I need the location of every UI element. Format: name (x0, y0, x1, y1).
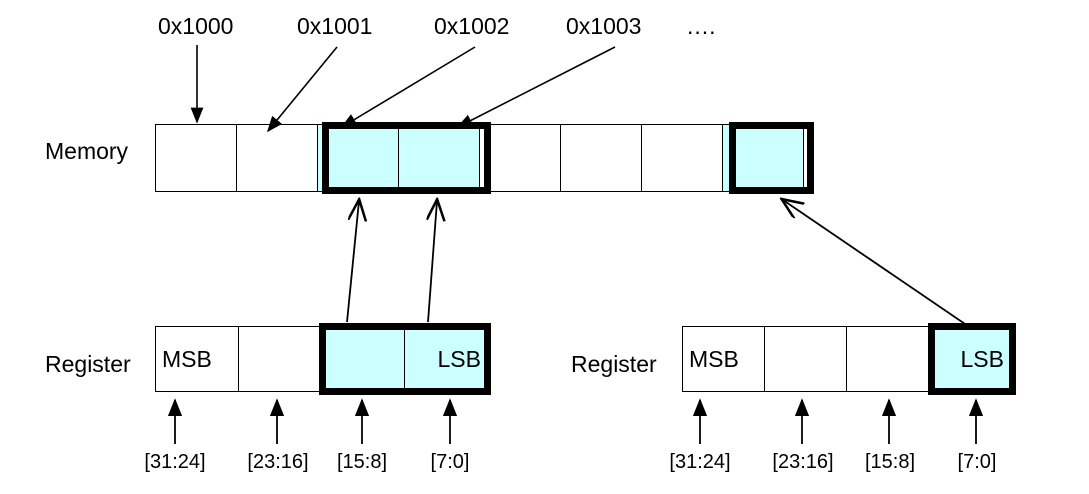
register-right-cell-0[interactable]: MSB (682, 326, 765, 392)
register-right-to-memory-arrow (783, 200, 969, 327)
register-left-cell-1[interactable] (238, 326, 322, 392)
register-right-cell-1[interactable] (764, 326, 847, 392)
register-right-bit-label-3: [7:0] (957, 451, 997, 473)
register-right-bit-label-1: [23:16] (772, 451, 834, 473)
memory-row-label: Memory (45, 138, 129, 164)
memory-address-label-0: 0x1000 (158, 13, 234, 39)
register-left-row-label: Register (45, 351, 131, 377)
register-to-memory-arrow-byte-low (428, 201, 437, 323)
register-left-bit-label-2: [15:8] (336, 451, 388, 473)
register-left-cell-3-text: LSB (437, 345, 481, 372)
address-arrow-2 (340, 46, 476, 128)
memory-cell-3[interactable] (398, 124, 480, 192)
memory-cell-7[interactable] (722, 124, 804, 192)
register-left-cell-0-text: MSB (162, 345, 212, 372)
register-right-cell-3-text: LSB (960, 345, 1004, 372)
address-arrow-1 (266, 46, 338, 133)
memory-address-label-1: 0x1001 (297, 13, 373, 39)
memory-cell-2[interactable] (317, 124, 399, 192)
register-right-cell-3[interactable]: LSB (928, 326, 1011, 392)
memory-address-ellipsis: .... (687, 13, 717, 39)
register-left-cell-2[interactable] (321, 326, 405, 392)
register-right-row-label: Register (571, 351, 657, 377)
memory-cell-1[interactable] (236, 124, 318, 192)
memory-address-label-2: 0x1002 (434, 13, 510, 39)
register-right-cell-strip: MSB LSB (682, 326, 1011, 392)
register-right-bit-label-2: [15:8] (864, 451, 916, 473)
memory-cell-0[interactable] (155, 124, 237, 192)
register-right-bit-label-0: [31:24] (669, 451, 731, 473)
register-left-bit-label-3: [7:0] (430, 451, 470, 473)
register-left-cell-0[interactable]: MSB (155, 326, 239, 392)
register-right-cell-0-text: MSB (689, 345, 739, 372)
address-arrow-3 (456, 46, 616, 128)
memory-cell-5[interactable] (560, 124, 642, 192)
register-left-cell-3[interactable]: LSB (404, 326, 488, 392)
register-left-bit-label-0: [31:24] (144, 451, 206, 473)
register-to-memory-arrow-byte-high (346, 201, 359, 323)
register-left-cell-strip: MSB LSB (155, 326, 488, 392)
memory-address-label-3: 0x1003 (566, 13, 642, 39)
register-right-cell-2[interactable] (846, 326, 929, 392)
memory-cell-6[interactable] (641, 124, 723, 192)
register-left-bit-label-1: [23:16] (247, 451, 309, 473)
memory-cell-strip (155, 124, 804, 192)
memory-cell-4[interactable] (479, 124, 561, 192)
